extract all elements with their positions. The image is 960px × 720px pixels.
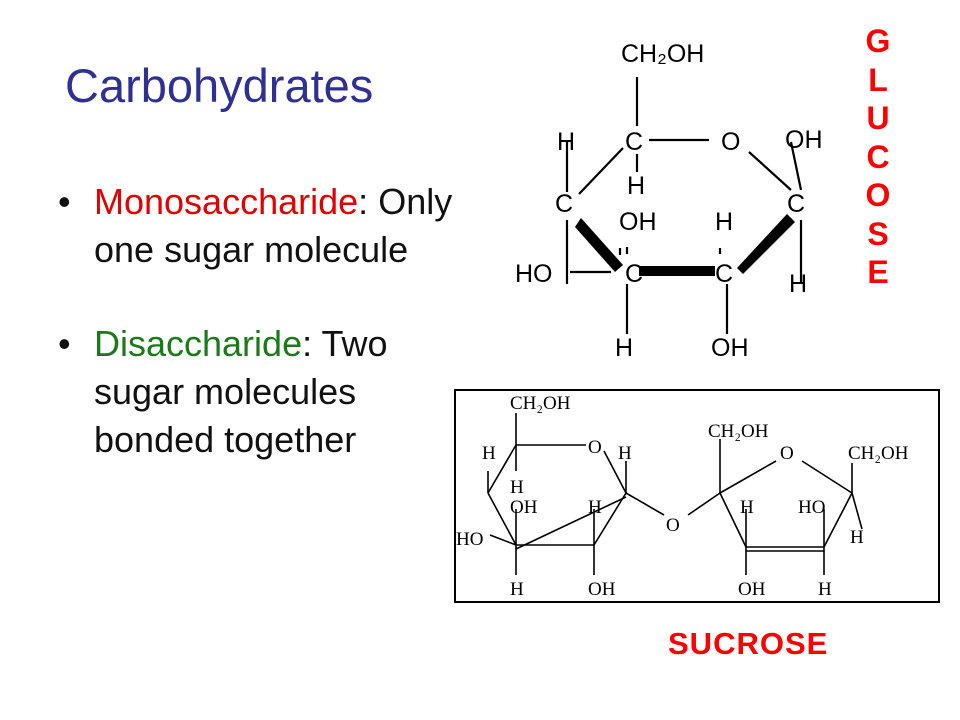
sucrose-glucose-atom: H [510,579,524,600]
bullet-list: Monosaccharide: Only one sugar molecule … [58,178,478,464]
bullet-disaccharide: Disaccharide: Two sugar molecules bonded… [58,320,478,464]
slide-title: Carbohydrates [65,59,374,112]
term-colon: : [302,323,313,364]
glucose-ring-atom: C [787,190,805,218]
term-disaccharide: Disaccharide [94,323,303,364]
sucrose-glucose-atom: H [618,443,632,464]
glucose-substituent: H [627,172,645,200]
sucrose-fructose-atom: H [818,579,832,600]
glucose-letter: E [867,254,889,290]
term-monosaccharide: Monosaccharide [94,181,359,222]
glucose-letter: G [865,23,891,59]
glucose-substituent: H [615,334,633,362]
sucrose-fructose-atom: OH [738,579,766,600]
glucose-structure: CH₂OH C O C C C C H H OH H OH HO H H OH [515,40,823,362]
term-colon: : [358,181,369,222]
glucose-substituent: H [789,270,807,298]
sucrose-fructose-atom: H [740,497,754,518]
sucrose-glucose-atom: OH [588,579,616,600]
definition-disaccharide: Two sugar molecules bonded together [94,323,388,460]
glucose-substituent: HO [515,260,553,288]
sucrose-glucose-atom: H [510,477,524,498]
glucose-ring-atom: O [721,128,740,156]
definition-monosaccharide: Only one sugar molecule [94,181,453,270]
glucose-substituent: OH [619,208,657,236]
glucose-ring-atom: C [555,190,573,218]
glucose-label: G L U C O S E [858,22,898,292]
sucrose-glucose-atom: H [588,497,602,518]
glucose-letter: U [866,100,890,136]
sucrose-glucose-atom: HO [456,529,483,550]
sucrose-fructose-atom: H [850,527,864,548]
glucose-substituent: OH [711,334,749,362]
sucrose-glucose-atom: H [482,443,496,464]
sucrose-fructose-atom: O [780,443,794,464]
glucose-substituent: H [715,208,733,236]
sucrose-glucose-atom: O [588,437,602,458]
glucose-substituent: OH [785,126,823,154]
glucose-substituent: H [557,128,575,156]
sucrose-label: SUCROSE [668,626,829,661]
glucose-letter: L [868,61,888,98]
sucrose-structure: CH₂OH O H H H OH H HO H OH O CH₂OH O CH₂… [454,389,940,603]
sucrose-bridge-oxygen: O [666,515,680,536]
sucrose-glucose-atom: OH [510,497,538,518]
glucose-ring-atom: C [625,128,643,156]
bullet-monosaccharide: Monosaccharide: Only one sugar molecule [58,178,478,274]
sucrose-glucose-atom: CH₂OH [510,393,571,414]
glucose-letter: C [866,138,890,175]
glucose-letter: S [867,215,889,252]
glucose-ring-atom: C [715,260,733,288]
glucose-top-group: CH₂OH [621,40,704,68]
glucose-letter: O [865,177,891,213]
glucose-ring-atom: C [625,260,643,288]
sucrose-fructose-atom: HO [798,497,825,518]
sucrose-fructose-atom: CH₂OH [848,443,909,464]
sucrose-fructose-atom: CH₂OH [708,421,769,442]
